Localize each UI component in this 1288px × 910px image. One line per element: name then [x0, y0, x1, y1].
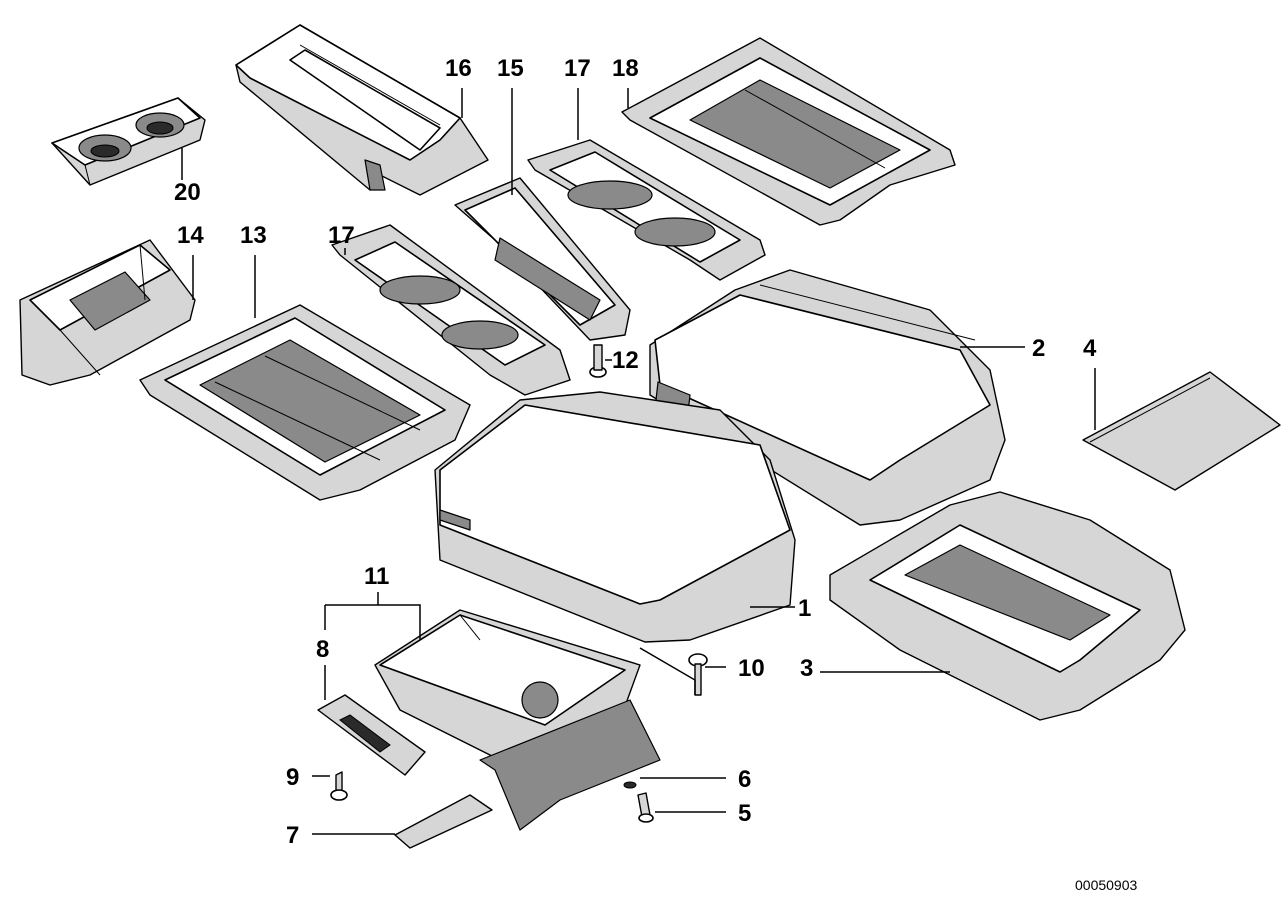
part-3-armrest-shell [829, 491, 1186, 721]
label-14: 14 [177, 222, 204, 249]
part-12-screw [589, 344, 607, 378]
label-1: 1 [798, 595, 811, 622]
part-10-screw [688, 653, 708, 696]
label-11: 11 [364, 563, 389, 590]
part-13-tray [139, 304, 471, 501]
part-7-plate [394, 794, 493, 849]
part-2-armrest-cushion [649, 269, 1006, 526]
label-8: 8 [316, 636, 329, 663]
part-17-tray-upper [527, 139, 766, 281]
part-17-tray-lower [331, 224, 571, 396]
leader-lines [181, 88, 1096, 835]
part-5-screw [637, 792, 654, 823]
label-4: 4 [1083, 335, 1097, 362]
part-6-washer [623, 781, 637, 789]
label-3: 3 [800, 655, 813, 682]
part-20-cup-holder [51, 97, 206, 186]
label-10: 10 [738, 655, 765, 682]
label-13: 13 [240, 222, 267, 249]
label-16: 16 [445, 55, 472, 82]
part-18-tray [621, 37, 956, 226]
part-14-bracket [19, 239, 196, 386]
part-4-cover-plate [1082, 371, 1281, 491]
diagram-reference-number: 00050903 [1075, 877, 1138, 893]
label-18: 18 [612, 55, 639, 82]
part-16-tray [235, 24, 489, 196]
part-15-channel [454, 177, 631, 341]
label-9: 9 [286, 764, 299, 791]
part-1-armrest [434, 391, 796, 643]
label-20: 20 [174, 179, 201, 206]
part-8-latch [317, 694, 426, 776]
part-9-screw [330, 771, 348, 801]
label-2: 2 [1032, 335, 1045, 362]
part-11-mechanism [374, 609, 661, 831]
label-7: 7 [286, 822, 299, 849]
label-6: 6 [738, 766, 751, 793]
label-15: 15 [497, 55, 524, 82]
label-17-lower: 17 [328, 222, 355, 249]
label-12: 12 [612, 347, 639, 374]
label-17-upper: 17 [564, 55, 591, 82]
label-5: 5 [738, 800, 751, 827]
